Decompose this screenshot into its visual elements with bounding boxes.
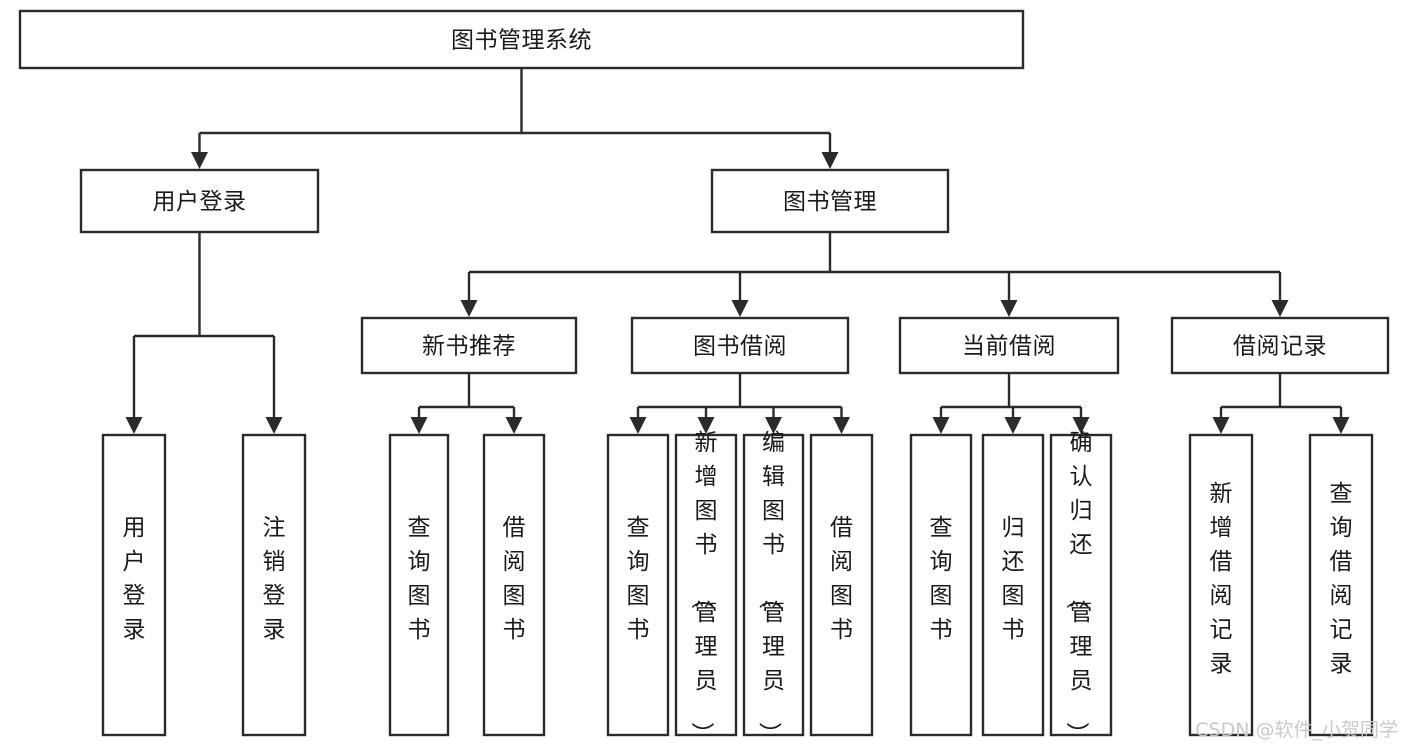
node-box-current-query-book <box>909 433 973 737</box>
node-user-login: 用户登录 <box>79 168 320 234</box>
node-box-book-borrow <box>630 316 850 375</box>
node-borrow-add-book: 新增图书（管理员） <box>674 430 738 745</box>
node-user-logout: 注销登录 <box>241 433 307 737</box>
csdn-watermark: CSDN @软件_小贺同学 <box>1195 719 1398 741</box>
node-box-user-login <box>79 168 320 234</box>
node-borrow-record: 借阅记录 <box>1170 316 1390 375</box>
node-label-current-return-book: 归还图书 <box>1002 515 1025 643</box>
node-label-borrow-query-book: 查询图书 <box>627 515 650 643</box>
node-label-borrow-borrow-book: 借阅图书 <box>830 515 853 643</box>
arrow-head-icon <box>833 417 850 434</box>
arrow-head-icon <box>1332 417 1350 434</box>
node-label-borrow-record: 借阅记录 <box>1233 334 1327 360</box>
arrow-head-icon <box>125 417 143 434</box>
arrow-head-icon <box>731 300 749 317</box>
arrow-head-icon <box>410 417 428 434</box>
arrow-head-icon <box>932 417 950 434</box>
node-current-return-book: 归还图书 <box>981 433 1045 737</box>
arrow-head-icon <box>191 152 208 169</box>
arrow-head-icon <box>1072 417 1090 434</box>
node-label-recommend-borrow-book: 借阅图书 <box>503 515 526 643</box>
node-book-management: 图书管理 <box>710 168 950 234</box>
node-label-current-borrow: 当前借阅 <box>962 334 1056 360</box>
arrow-head-icon <box>1212 417 1230 434</box>
node-box-new-book-recommend <box>360 316 578 375</box>
node-box-borrow-borrow-book <box>809 433 874 737</box>
node-current-confirm-return: 确认归还（管理员） <box>1049 430 1113 745</box>
node-current-borrow: 当前借阅 <box>898 316 1120 375</box>
node-label-new-book-recommend: 新书推荐 <box>422 334 516 360</box>
node-label-current-confirm-return: 确认归还（管理员） <box>1064 430 1093 745</box>
node-box-user-logout <box>241 433 307 737</box>
node-label-recommend-query-book: 查询图书 <box>408 515 431 643</box>
node-label-borrow-add-book: 新增图书（管理员） <box>689 430 718 745</box>
node-user-login-do: 用户登录 <box>101 433 167 737</box>
node-box-record-query <box>1308 433 1374 737</box>
node-root: 图书管理系统 <box>18 9 1025 70</box>
node-box-root <box>18 9 1025 70</box>
node-new-book-recommend: 新书推荐 <box>360 316 578 375</box>
node-borrow-query-book: 查询图书 <box>606 433 670 737</box>
node-box-borrow-edit-book <box>742 433 805 737</box>
arrow-head-icon <box>629 417 647 434</box>
node-box-book-management <box>710 168 950 234</box>
node-borrow-edit-book: 编辑图书（管理员） <box>742 430 805 745</box>
node-label-current-query-book: 查询图书 <box>930 515 953 643</box>
node-book-borrow: 图书借阅 <box>630 316 850 375</box>
node-box-current-confirm-return <box>1049 433 1113 737</box>
node-box-current-return-book <box>981 433 1045 737</box>
arrow-head-icon <box>821 152 839 169</box>
node-record-query: 查询借阅记录 <box>1308 433 1374 737</box>
node-box-record-add <box>1188 433 1254 737</box>
node-box-current-borrow <box>898 316 1120 375</box>
node-box-recommend-query-book <box>388 433 450 737</box>
arrow-head-icon <box>265 417 283 434</box>
node-recommend-query-book: 查询图书 <box>388 433 450 737</box>
connector-layer <box>125 68 1350 434</box>
node-label-user-logout: 注销登录 <box>263 515 286 643</box>
node-record-add: 新增借阅记录 <box>1188 433 1254 737</box>
node-box-borrow-query-book <box>606 433 670 737</box>
node-layer: 图书管理系统用户登录图书管理用户登录注销登录新书推荐查询图书借阅图书图书借阅查询… <box>18 9 1390 745</box>
node-borrow-borrow-book: 借阅图书 <box>809 433 874 737</box>
arrow-head-icon <box>460 300 478 317</box>
node-box-recommend-borrow-book <box>482 433 546 737</box>
node-current-query-book: 查询图书 <box>909 433 973 737</box>
node-recommend-borrow-book: 借阅图书 <box>482 433 546 737</box>
arrow-head-icon <box>697 417 715 434</box>
node-box-user-login-do <box>101 433 167 737</box>
node-label-record-query: 查询借阅记录 <box>1330 481 1353 677</box>
node-label-user-login-do: 用户登录 <box>123 515 146 643</box>
node-label-borrow-edit-book: 编辑图书（管理员） <box>756 430 785 745</box>
arrow-head-icon <box>1000 300 1018 317</box>
arrow-head-icon <box>1004 417 1022 434</box>
arrow-head-icon <box>1271 300 1289 317</box>
arrow-head-icon <box>765 417 782 434</box>
node-box-borrow-record <box>1170 316 1390 375</box>
node-label-record-add: 新增借阅记录 <box>1210 481 1233 677</box>
node-label-book-borrow: 图书借阅 <box>693 334 787 360</box>
node-label-book-management: 图书管理 <box>783 189 877 215</box>
node-label-user-login: 用户登录 <box>153 189 247 215</box>
node-box-borrow-add-book <box>674 433 738 737</box>
node-label-root: 图书管理系统 <box>451 28 592 54</box>
arrow-head-icon <box>505 417 523 434</box>
